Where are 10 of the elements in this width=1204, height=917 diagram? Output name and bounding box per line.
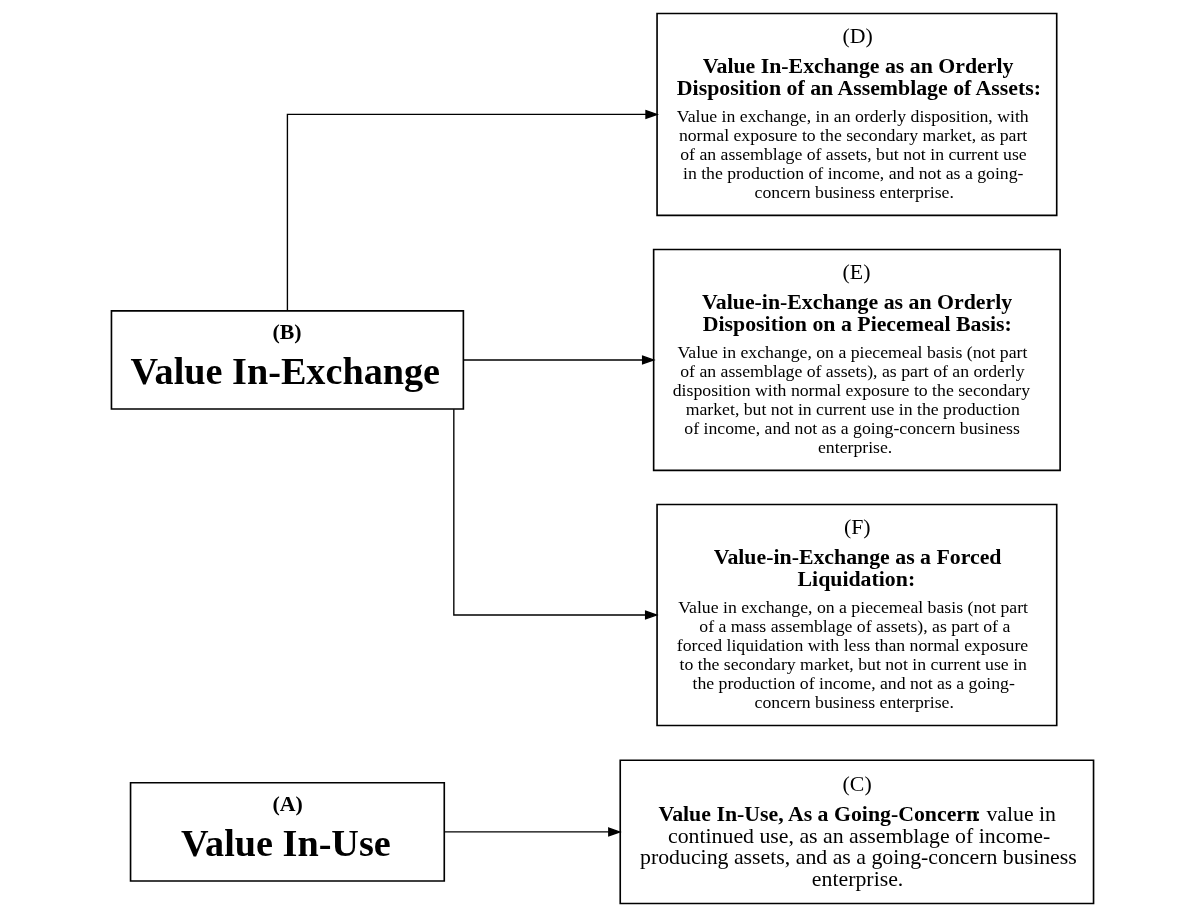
node-box: (F) Value-in-Exchange as a Forced Liquidation: Value in exchange, on a piecemeal basis (not part of a mass assemblage of assets), as part of a forced liquidation with less than normal exposure to the secondary market, but not in current use in the production of income, and not as a going-concern business enterprise. xyxy=(655,503,1058,727)
arrow xyxy=(286,109,659,311)
node-box: (D) Value In-Exchange as an Orderly Disposition of an Assemblage of Assets: Value in exchange, in an orderly disposition, with normal exposure to the secondary market, as part of an assemblage of assets, but not in current use in the production of income, and not as a going-concern business enterprise. xyxy=(655,12,1058,217)
arrow xyxy=(452,408,659,620)
arrow xyxy=(443,827,622,837)
node-box: (E) Value-in-Exchange as an Orderly Disposition on a Piecemeal Basis: Value in exchange, on a piecemeal basis (not part of an assemblage of assets), as part of an orderly disposition with normal exposure to the secondary market, but not in current use in the production of income, and not as a going-concern business enterprise. xyxy=(652,248,1061,472)
node-box: (A) Value In-Use xyxy=(129,781,445,882)
arrow xyxy=(462,355,656,365)
node-box: (C) Value In-Use, As a Going-Concern: value in continued use, as an assemblage of income-producing assets, and as a going-concern business enterprise. xyxy=(618,759,1094,905)
node-box: (B) Value In-Exchange xyxy=(110,310,464,410)
